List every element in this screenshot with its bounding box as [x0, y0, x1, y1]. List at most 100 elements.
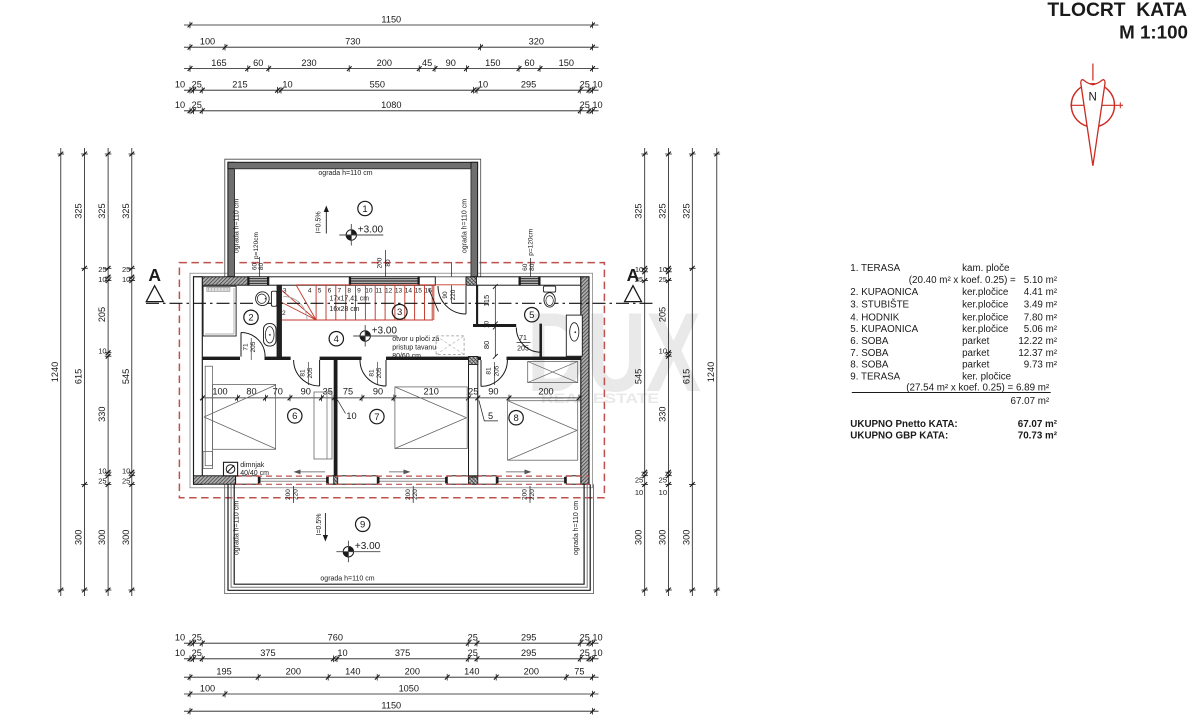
svg-text:9: 9	[357, 288, 361, 295]
svg-text:100: 100	[200, 683, 215, 693]
svg-text:10: 10	[122, 467, 130, 476]
svg-text:325: 325	[74, 203, 84, 218]
svg-text:67.07 m²: 67.07 m²	[1011, 396, 1050, 407]
svg-text:200: 200	[377, 58, 392, 68]
svg-text:N: N	[1089, 92, 1097, 104]
svg-text:4. HODNIK: 4. HODNIK	[850, 313, 899, 324]
svg-text:ker.pločice: ker.pločice	[962, 287, 1009, 298]
svg-text:205: 205	[658, 307, 668, 322]
svg-text:I=0.5%: I=0.5%	[316, 514, 323, 536]
svg-text:25: 25	[659, 275, 667, 284]
svg-text:5: 5	[318, 288, 322, 295]
svg-text:12.22 m²: 12.22 m²	[1018, 336, 1057, 347]
svg-text:3: 3	[397, 307, 402, 318]
svg-text:60: 60	[251, 263, 258, 271]
svg-text:295: 295	[521, 80, 536, 90]
svg-text:3.49 m²: 3.49 m²	[1024, 300, 1058, 311]
svg-text:90: 90	[301, 387, 311, 397]
svg-text:10: 10	[122, 275, 130, 284]
svg-text:550: 550	[370, 80, 385, 90]
svg-text:9: 9	[360, 520, 365, 531]
svg-text:195: 195	[216, 667, 231, 677]
svg-text:ker. pločice: ker. pločice	[962, 372, 1012, 383]
svg-text:DUX: DUX	[527, 290, 701, 415]
svg-text:5: 5	[529, 310, 534, 321]
svg-text:230: 230	[301, 58, 316, 68]
svg-text:200: 200	[522, 489, 529, 500]
svg-text:200: 200	[286, 667, 301, 677]
svg-text:6: 6	[328, 288, 332, 295]
svg-text:165: 165	[211, 58, 226, 68]
svg-text:80: 80	[246, 387, 256, 397]
svg-text:300: 300	[658, 530, 668, 545]
svg-text:(20.40 m² x koef. 0.25) =: (20.40 m² x koef. 0.25) =	[909, 275, 1016, 286]
svg-text:1: 1	[362, 204, 367, 215]
svg-text:10: 10	[592, 80, 602, 90]
svg-text:(27.54 m² x koef. 0.25) = 6.89: (27.54 m² x koef. 0.25) = 6.89 m²	[906, 383, 1050, 394]
svg-text:200: 200	[285, 489, 292, 500]
svg-text:25: 25	[468, 387, 478, 397]
svg-text:A: A	[148, 265, 161, 285]
svg-text:ograda h=110 cm: ograda h=110 cm	[234, 199, 241, 253]
svg-text:16x28 cm: 16x28 cm	[330, 306, 360, 313]
svg-text:81: 81	[486, 367, 493, 375]
svg-text:300: 300	[74, 530, 84, 545]
svg-text:p=120cm: p=120cm	[527, 229, 534, 256]
svg-text:11: 11	[375, 288, 382, 295]
svg-text:1. TERASA: 1. TERASA	[850, 263, 900, 274]
svg-text:1150: 1150	[381, 701, 401, 711]
svg-text:80: 80	[529, 263, 536, 271]
svg-text:140: 140	[464, 667, 479, 677]
svg-text:25: 25	[98, 477, 106, 486]
svg-text:90: 90	[373, 387, 383, 397]
svg-text:220: 220	[529, 489, 536, 500]
svg-text:+3.00: +3.00	[372, 325, 398, 336]
svg-text:2: 2	[248, 313, 253, 324]
svg-text:10: 10	[592, 100, 602, 110]
svg-text:545: 545	[121, 369, 131, 384]
svg-text:ograda h=110 cm: ograda h=110 cm	[573, 501, 580, 555]
svg-text:ograda h=110 cm: ograda h=110 cm	[461, 199, 468, 253]
svg-text:UKUPNO GBP KATA:: UKUPNO GBP KATA:	[850, 431, 948, 442]
svg-text:10: 10	[365, 288, 373, 295]
svg-text:17x17,41 cm: 17x17,41 cm	[330, 295, 370, 302]
svg-text:ograda h=110 cm: ograda h=110 cm	[320, 576, 374, 583]
svg-text:ograda h=110 cm: ograda h=110 cm	[318, 170, 372, 177]
svg-text:25: 25	[580, 100, 590, 110]
svg-text:10: 10	[635, 265, 643, 274]
svg-text:140: 140	[345, 667, 360, 677]
svg-text:parket: parket	[962, 360, 990, 371]
svg-text:+3.00: +3.00	[358, 224, 384, 235]
svg-text:71: 71	[242, 343, 249, 351]
svg-text:7.80 m²: 7.80 m²	[1024, 313, 1058, 324]
svg-text:A: A	[627, 265, 640, 285]
svg-text:100: 100	[200, 37, 215, 47]
svg-text:300: 300	[121, 530, 131, 545]
svg-text:UKUPNO Pnetto KATA:: UKUPNO Pnetto KATA:	[850, 419, 957, 430]
svg-text:1080: 1080	[381, 100, 401, 110]
svg-text:205: 205	[250, 341, 257, 352]
svg-text:60: 60	[524, 58, 534, 68]
svg-text:45: 45	[422, 58, 432, 68]
svg-text:40/40 cm: 40/40 cm	[240, 470, 269, 477]
svg-text:25: 25	[122, 477, 130, 486]
svg-text:1240: 1240	[706, 362, 716, 382]
svg-text:325: 325	[658, 203, 668, 218]
svg-text:200: 200	[524, 667, 539, 677]
svg-text:81: 81	[299, 369, 306, 377]
svg-text:150: 150	[559, 58, 574, 68]
svg-text:205: 205	[494, 365, 501, 376]
svg-text:I=0.5%: I=0.5%	[315, 211, 322, 233]
svg-text:67.07 m²: 67.07 m²	[1018, 419, 1058, 430]
svg-text:25: 25	[192, 80, 202, 90]
svg-text:325: 325	[97, 203, 107, 218]
svg-text:10: 10	[175, 80, 185, 90]
svg-text:615: 615	[681, 369, 691, 384]
svg-text:1150: 1150	[381, 14, 401, 24]
svg-text:4.41 m²: 4.41 m²	[1024, 287, 1058, 298]
svg-text:220: 220	[412, 489, 419, 500]
svg-text:10: 10	[98, 347, 106, 356]
svg-text:25: 25	[192, 100, 202, 110]
svg-text:6. SOBA: 6. SOBA	[850, 336, 889, 347]
svg-text:210: 210	[424, 387, 439, 397]
